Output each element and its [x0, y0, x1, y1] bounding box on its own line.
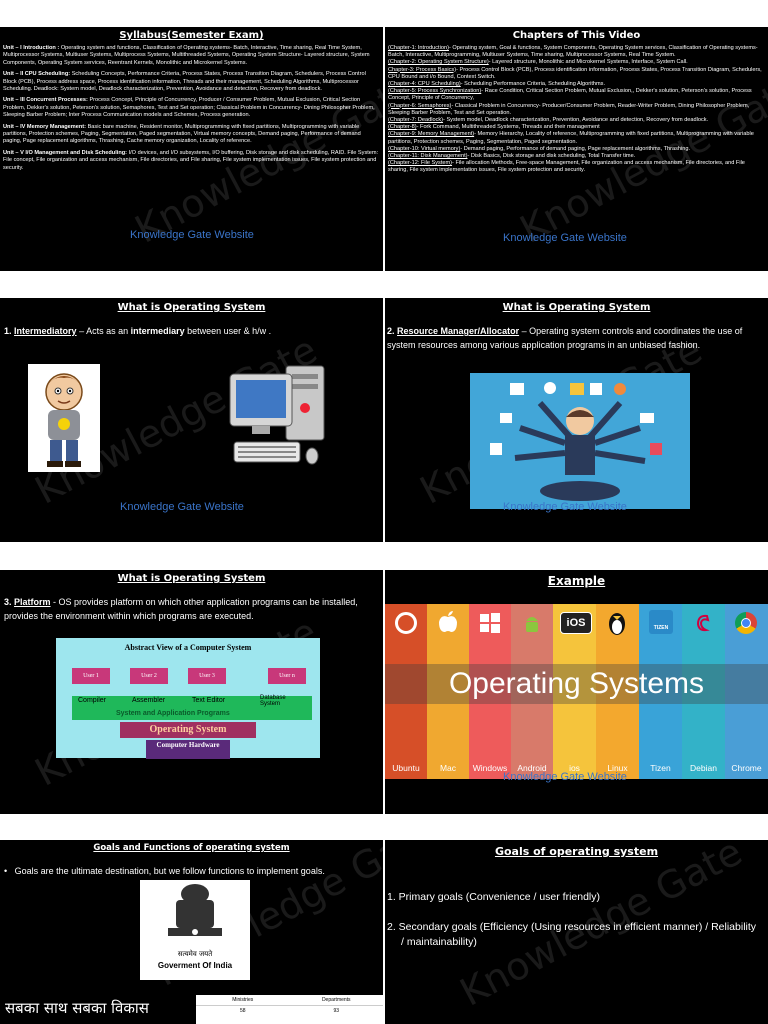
goals-functions-slide: Knowledge Gate Goals and Functions of op…	[0, 840, 383, 1024]
platform-text: 3. Platform - OS provides platform on wh…	[4, 597, 358, 621]
os-banner-title: Operating Systems	[385, 664, 768, 704]
ubuntu-icon	[395, 612, 417, 634]
knowledge-gate-link[interactable]: Knowledge Gate Website	[503, 232, 627, 244]
chapter-item: (Chapter-7: Deadlock)- System model, Dea…	[388, 117, 709, 124]
apple-icon	[437, 610, 459, 634]
chapter-item: (Chapter-1: Introduction)- Operating sys…	[388, 45, 758, 59]
slide-title: What is Operating System	[117, 573, 266, 584]
user-box: User n	[268, 668, 306, 684]
table-header: Departments	[321, 997, 351, 1003]
knowledge-gate-link[interactable]: Knowledge Gate Website	[130, 229, 254, 241]
syllabus-units: Unit – I Introduction : Operating system…	[3, 45, 380, 176]
program-label: Text Editor	[192, 697, 226, 704]
linux-icon	[606, 610, 628, 636]
windows-icon	[479, 612, 501, 634]
chapter-item: (Chapter-5: Process Synchronization)- Ra…	[388, 88, 752, 102]
goal-item: 2. Secondary goals (Efficiency (Using re…	[387, 921, 757, 948]
diagram-title: Abstract View of a Computer System	[124, 643, 252, 652]
chapter-item: (Chapter-6: Semaphores)- Classical Probl…	[388, 102, 750, 116]
slide-title: What is Operating System	[502, 302, 651, 313]
knowledge-gate-link[interactable]: Knowledge Gate Website	[503, 501, 627, 513]
emblem-caption: Goverment Of India	[157, 961, 233, 970]
emblem-motto: सत्यमेव जयते	[177, 950, 213, 958]
tizen-icon: TIZEN	[649, 610, 673, 634]
chapters-title: Chapters of This Video	[512, 30, 641, 41]
slide-title: What is Operating System	[117, 302, 266, 313]
programs-layer	[72, 696, 312, 720]
knowledge-gate-link[interactable]: Knowledge Gate Website	[503, 771, 627, 783]
chapter-item: (Chapter-4: CPU Scheduling)- Scheduling …	[388, 81, 606, 88]
ios-icon: iOS	[560, 612, 592, 634]
slide-title: Goals and Functions of operating system	[93, 843, 290, 853]
multitasking-illustration	[470, 373, 690, 509]
computer-illustration	[226, 364, 328, 474]
intermediary-text: 1. Intermediatory – Acts as an intermedi…	[4, 326, 272, 336]
user-box: User 3	[188, 668, 226, 684]
chapter-item: (Chapter-9: Memory Management)- Memory H…	[388, 131, 754, 145]
chapter-item: (Chapter-2: Operating System Structure)-…	[388, 59, 688, 66]
india-emblem: सत्यमेव जयते Goverment Of India	[140, 880, 250, 980]
syllabus-unit: Unit – II CPU Scheduling: Scheduling Con…	[3, 71, 366, 93]
user-illustration	[28, 364, 100, 472]
chapters-list: (Chapter-1: Introduction)- Operating sys…	[388, 45, 765, 175]
os-banner: Ubuntu Mac Windows Android ios Linux Tiz…	[385, 604, 768, 779]
example-slide: Example Ubuntu Mac Windows Android ios L…	[385, 570, 768, 814]
slogan-text: सबका साथ सबका विकास	[5, 999, 149, 1017]
chapter-item: Chapter-3: Process Basics)- Process Cont…	[388, 66, 762, 80]
chrome-icon	[735, 612, 757, 634]
resource-text: 2. Resource Manager/Allocator – Operatin…	[387, 326, 743, 350]
ministries-table: Ministries Departments 58 93	[196, 995, 383, 1024]
syllabus-unit: Unit – V I/O Management and Disk Schedul…	[3, 149, 379, 171]
os-column-android: Android	[511, 604, 553, 779]
table-header: Ministries	[232, 997, 254, 1003]
program-label: Assembler	[132, 697, 166, 704]
intermediary-slide: Knowledge Gate What is Operating System …	[0, 298, 383, 542]
table-cell: 93	[333, 1008, 340, 1014]
platform-slide: Knowledge Gate What is Operating System …	[0, 570, 383, 814]
abstract-view-diagram: Abstract View of a Computer System User …	[56, 638, 320, 759]
knowledge-gate-link[interactable]: Knowledge Gate Website	[120, 501, 244, 513]
goals-functions-bullet: • Goals are the ultimate destination, bu…	[4, 866, 325, 876]
syllabus-unit: Unit – III Concurrent Processes: Process…	[3, 97, 375, 119]
goals-slide: Knowledge Gate Goals of operating system…	[385, 840, 768, 1024]
hardware-layer: Computer Hardware	[146, 740, 230, 759]
chapter-item: (Chapter-12: File System)- File allocati…	[388, 160, 745, 174]
slide-title: Goals of operating system	[494, 845, 659, 858]
android-icon	[521, 612, 543, 634]
user-box: User 2	[130, 668, 168, 684]
syllabus-title: Syllabus(Semester Exam)	[119, 30, 264, 41]
table-cell: 58	[239, 1008, 246, 1014]
syllabus-slide: Knowledge Gate Syllabus(Semester Exam) U…	[0, 27, 383, 271]
os-column-windows: Windows	[469, 604, 511, 779]
os-layer: Operating System	[120, 722, 256, 738]
program-label: Compiler	[78, 697, 107, 704]
chapters-slide: Knowledge Gate Chapters of This Video (C…	[385, 27, 768, 271]
resource-manager-slide: Knowledge Gate What is Operating System …	[385, 298, 768, 542]
user-box: User 1	[72, 668, 110, 684]
chapter-item: (Chapter-8)- Fork Command, Multithreaded…	[388, 124, 600, 131]
goal-item: 1. Primary goals (Convenience / user fri…	[387, 891, 601, 903]
syllabus-unit: Unit – I Introduction : Operating system…	[3, 45, 370, 66]
os-column-debian: Debian	[682, 604, 725, 779]
debian-icon	[693, 612, 715, 634]
os-column-mac: Mac	[427, 604, 469, 779]
chapter-item: (Chapter-10: Virtual memory)- Demand pag…	[388, 145, 691, 152]
slide-title: Example	[547, 574, 606, 588]
chapter-item: (Chapter-11: Disk Management)- Disk Basi…	[388, 153, 636, 160]
program-label: Database System	[260, 695, 286, 707]
syllabus-unit: Unit – IV Memory Management: Basic bare …	[3, 123, 361, 145]
apps-label: System and Application Programs	[116, 710, 230, 717]
